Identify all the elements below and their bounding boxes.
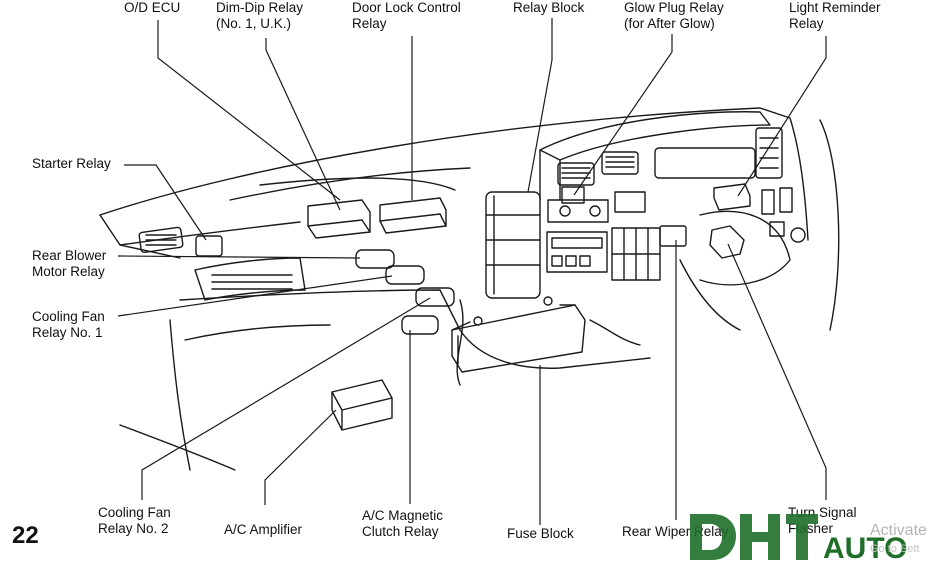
label-line: Door Lock Control [352, 0, 461, 15]
label-line: (No. 1, U.K.) [216, 16, 292, 31]
ac-amplifier-box [331, 379, 393, 431]
leader-rear-blower [117, 255, 361, 259]
label-line: Relay [352, 16, 387, 31]
relay-block [485, 191, 541, 299]
glow-plug-relay [561, 186, 585, 204]
label-od-ecu: O/D ECU [124, 0, 180, 16]
label-line: Starter Relay [32, 156, 111, 171]
center-vent-right [601, 151, 639, 175]
label-line: Dim-Dip Relay [216, 0, 304, 15]
instrument-cluster-hood [539, 111, 771, 161]
label-line: A/C Magnetic [362, 508, 444, 523]
label-line: Clutch Relay [362, 524, 439, 539]
leader-turn-signal [727, 243, 827, 500]
light-reminder-relay [713, 183, 751, 211]
label-line: Motor Relay [32, 264, 105, 279]
label-line: Cooling Fan [32, 309, 105, 324]
label-line: Relay No. 2 [98, 521, 169, 536]
label-line: (for After Glow) [624, 16, 715, 31]
label-line: Cooling Fan [98, 505, 171, 520]
label-line: Relay [789, 16, 824, 31]
starter-relay [195, 235, 223, 257]
activate-subline: Go to Sett [870, 543, 920, 555]
leader-ac-amplifier [264, 409, 337, 505]
turn-signal-flasher [709, 225, 745, 259]
activate-line: Activate [870, 522, 927, 539]
leader-light-reminder [737, 36, 827, 197]
cooling-fan-relay-2-part [415, 287, 455, 307]
label-starter-relay: Starter Relay [32, 156, 111, 172]
activate-windows-overlay: Activate Go to Sett [870, 522, 927, 558]
watermark-brand-text: AUTO [823, 532, 907, 565]
leader-od-ecu [157, 20, 341, 201]
label-glow-plug-relay: Glow Plug Relay(for After Glow) [624, 0, 724, 32]
leader-dim-dip [265, 38, 341, 211]
label-line: Light Reminder [789, 0, 881, 15]
brand-watermark-logo: AUTO [690, 514, 907, 565]
rear-blower-relay [355, 249, 395, 269]
leader-cooling-fan-1 [117, 275, 393, 317]
rear-wiper-relay [659, 225, 687, 247]
label-relay-block: Relay Block [513, 0, 584, 16]
label-line: Relay No. 1 [32, 325, 103, 340]
door-lock-relay-box [379, 197, 447, 234]
lower-dash-outline [179, 289, 651, 369]
label-dim-dip-relay: Dim-Dip Relay(No. 1, U.K.) [216, 0, 303, 32]
page-number: 22 [12, 522, 39, 549]
leader-glow-plug [573, 34, 673, 196]
center-vent-left [557, 162, 595, 186]
leader-cooling-fan-2 [141, 297, 431, 500]
right-vent [755, 127, 783, 179]
od-ecu-box [307, 199, 371, 239]
fuse-block [451, 304, 586, 373]
label-line: Fuse Block [507, 526, 574, 541]
dashboard-top-outline [99, 107, 809, 241]
label-fuse-block: Fuse Block [507, 526, 574, 542]
label-ac-amplifier: A/C Amplifier [224, 522, 302, 538]
label-line: Glow Plug Relay [624, 0, 724, 15]
cooling-fan-relay-1-part [385, 265, 425, 285]
audio-unit [546, 231, 608, 273]
label-line: O/D ECU [124, 0, 181, 15]
label-line: Rear Blower [32, 248, 107, 263]
left-vent [194, 257, 306, 301]
label-line: Relay Block [513, 0, 585, 15]
leader-relay-block [527, 18, 553, 193]
ac-magnetic-relay-part [401, 315, 439, 335]
label-line: A/C Amplifier [224, 522, 303, 537]
leader-starter [124, 164, 207, 241]
